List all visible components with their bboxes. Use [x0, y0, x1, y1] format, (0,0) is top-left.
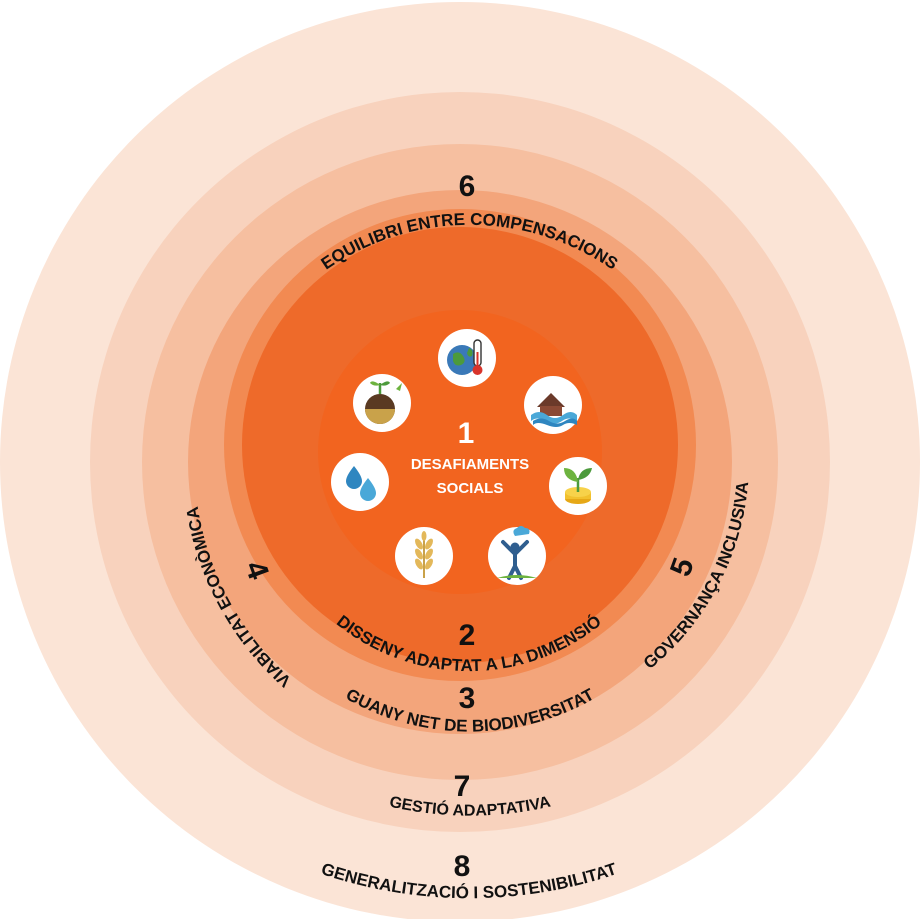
wheat-icon [395, 527, 453, 585]
water-drops-icon [331, 453, 389, 511]
wellbeing-person-icon [488, 526, 546, 585]
center-number: 1 [458, 417, 475, 450]
ring-7-number: 7 [454, 770, 471, 803]
ring-8-number: 8 [454, 850, 471, 883]
plant-coin-icon [549, 457, 607, 515]
ring-3-number: 3 [459, 682, 476, 715]
ring-6-number: 6 [459, 170, 476, 203]
center-title-line1: DESAFIAMENTS [411, 456, 529, 473]
soil-sprout-icon [353, 374, 411, 432]
climate-thermometer-icon [438, 329, 496, 387]
flood-house-icon [524, 376, 582, 434]
ring-2-number: 2 [459, 619, 476, 652]
center-title-line2: SOCIALS [437, 480, 504, 497]
